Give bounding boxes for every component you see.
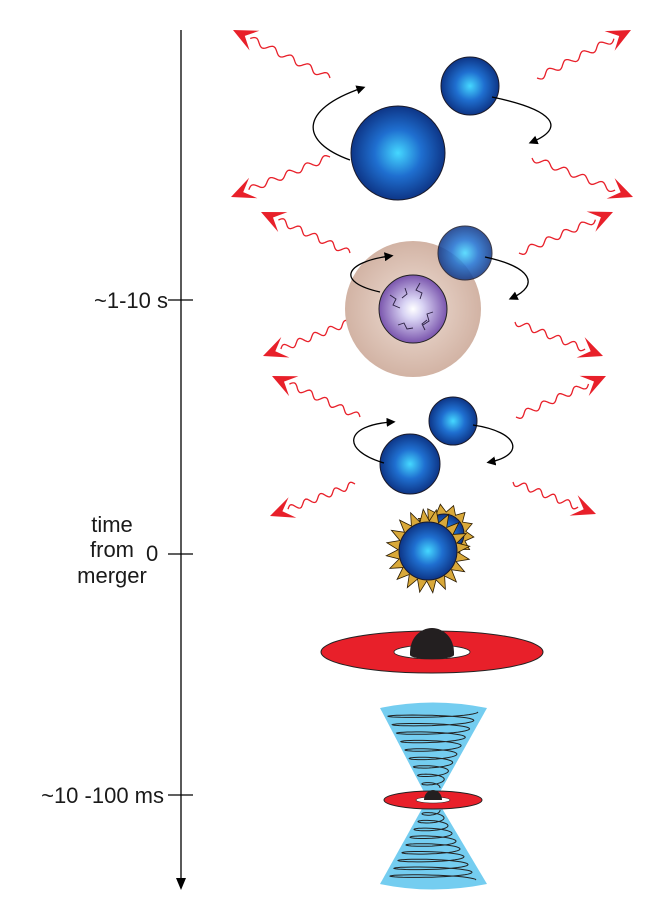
label-merger: merger bbox=[77, 562, 147, 588]
gravitational-wave-arrow-icon bbox=[231, 177, 258, 199]
neutron-star-icon bbox=[379, 433, 441, 495]
orbit-arrow-icon bbox=[484, 256, 529, 300]
gravitational-wave-arrow-icon bbox=[576, 337, 603, 358]
black-hole-icon bbox=[424, 790, 442, 800]
remnant-filaments bbox=[389, 282, 434, 331]
gravitational-wave-arrow-icon bbox=[272, 376, 299, 397]
gravitational-wave-trail bbox=[515, 383, 590, 419]
neutron-star-icon bbox=[440, 56, 500, 116]
hypermassive-remnant-icon bbox=[378, 274, 448, 344]
neutron-star-icon bbox=[350, 105, 446, 201]
time-axis-arrow bbox=[176, 878, 186, 890]
gravitational-wave-trail bbox=[518, 219, 597, 255]
orbit-arrow-icon bbox=[353, 417, 396, 464]
gravitational-wave-arrow-icon bbox=[606, 178, 633, 199]
gravitational-wave-trail bbox=[536, 38, 615, 80]
orbit-arrow-icon bbox=[312, 85, 366, 161]
label-from: from bbox=[90, 537, 134, 563]
label-1-10-seconds: ~1-10 s bbox=[94, 288, 168, 313]
neutron-star-icon bbox=[437, 225, 493, 281]
jet-cone-icon bbox=[380, 702, 487, 792]
gravitational-wave-arrow-icon bbox=[261, 212, 288, 232]
neutron-star-icon bbox=[398, 521, 458, 581]
gravitational-wave-trail bbox=[512, 481, 579, 510]
label-zero: 0 bbox=[146, 541, 159, 566]
stage-remnant bbox=[345, 225, 529, 377]
gravitational-wave-arrow-icon bbox=[233, 30, 260, 51]
gravitational-wave-arrow-icon bbox=[569, 495, 596, 516]
gravitational-wave-trail bbox=[287, 481, 356, 510]
orbit-arrow-icon bbox=[491, 96, 552, 145]
gravitational-waves bbox=[231, 30, 633, 518]
label-10-100-ms: ~10 -100 ms bbox=[41, 783, 164, 808]
label-time: time bbox=[91, 512, 133, 537]
stage-inspiral-early bbox=[312, 56, 552, 201]
gravitational-wave-trail bbox=[250, 36, 331, 79]
gravitational-wave-arrow-icon bbox=[263, 337, 290, 358]
gravitational-wave-trail bbox=[278, 218, 351, 254]
orbit-arrow-icon bbox=[350, 252, 394, 293]
stage-inspiral-late bbox=[353, 396, 514, 495]
gravitational-wave-trail bbox=[514, 321, 586, 352]
stage-black-hole-disk bbox=[320, 628, 544, 674]
stage-jets bbox=[380, 702, 487, 890]
neutron-star-icon bbox=[428, 396, 478, 446]
gravitational-wave-trail bbox=[248, 155, 331, 191]
label-time-from-merger: time from merger bbox=[62, 512, 162, 588]
gravitational-wave-arrow-icon bbox=[604, 30, 631, 51]
jet-cone-icon bbox=[380, 805, 487, 890]
jet-spiral bbox=[386, 711, 479, 788]
gravitational-wave-arrow-icon bbox=[586, 211, 613, 232]
gravitational-wave-trail bbox=[531, 157, 616, 193]
gravitational-wave-trail bbox=[280, 319, 351, 350]
gravitational-wave-arrow-icon bbox=[579, 375, 606, 396]
black-hole-icon bbox=[410, 628, 454, 659]
jet-spiral bbox=[389, 810, 477, 881]
gravitational-wave-trail bbox=[289, 382, 361, 418]
time-axis bbox=[168, 30, 193, 890]
stage-merger bbox=[385, 503, 475, 594]
orbit-arrow-icon bbox=[472, 424, 514, 466]
gravitational-wave-arrow-icon bbox=[270, 497, 297, 518]
